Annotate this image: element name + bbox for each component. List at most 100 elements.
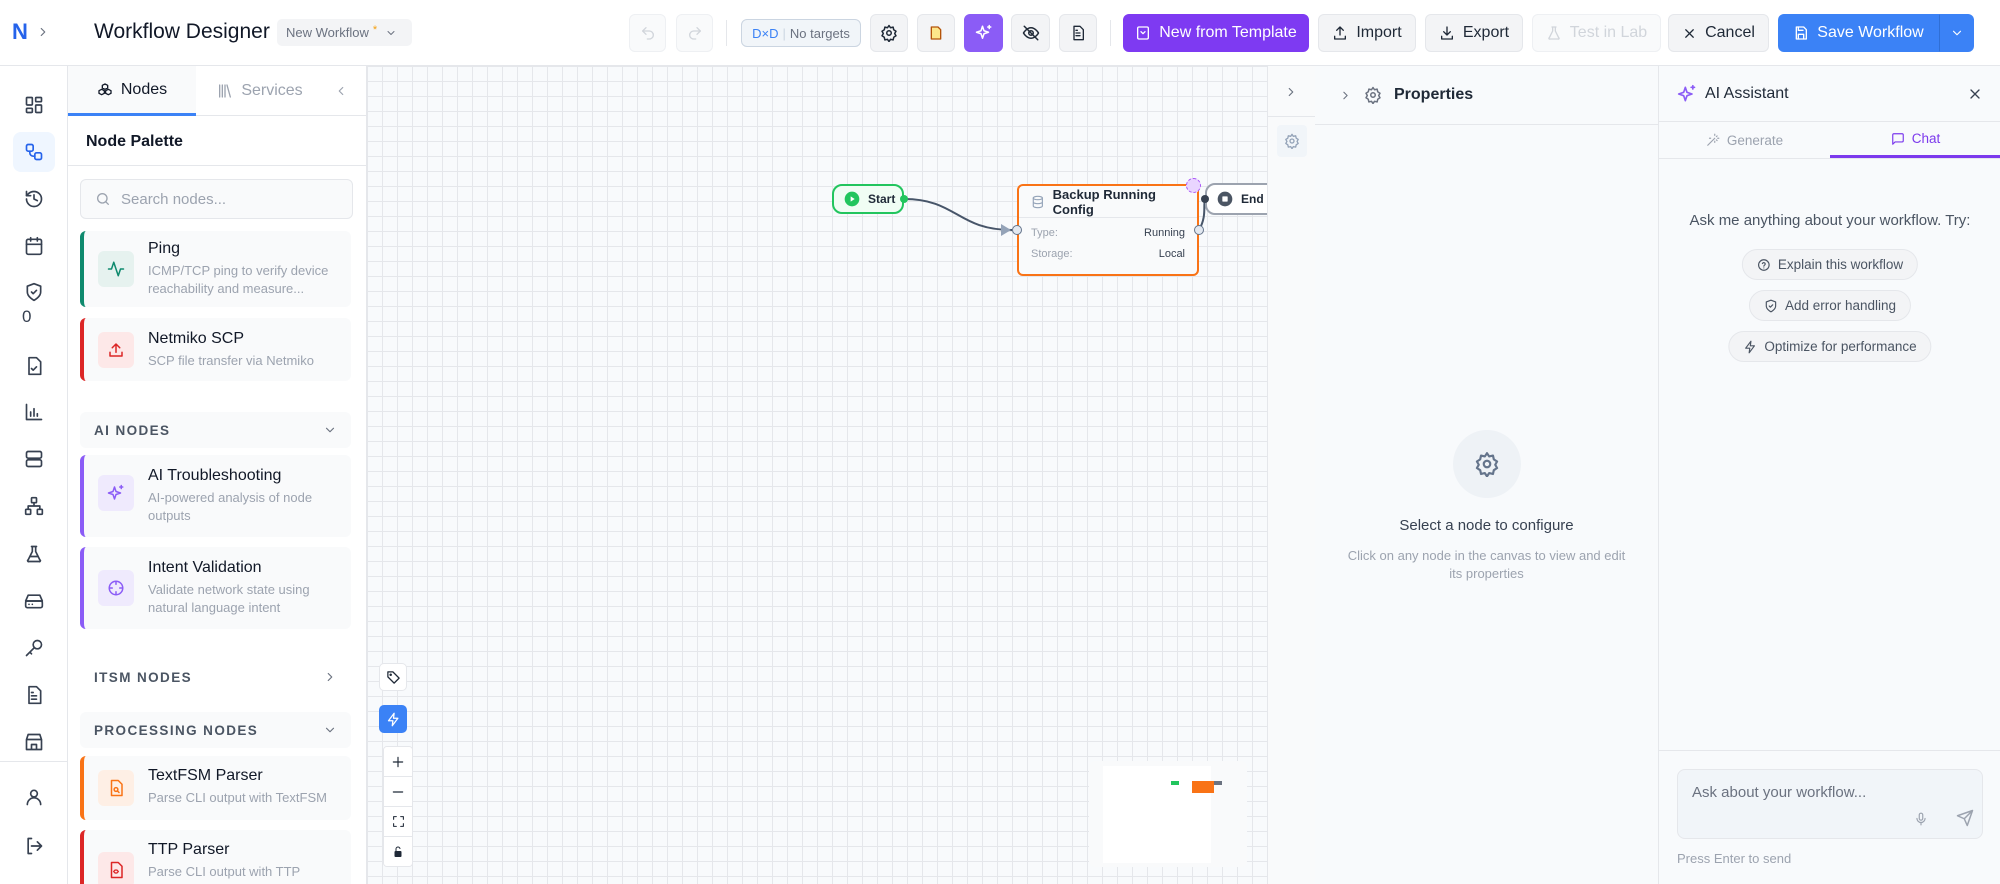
node-input-handle[interactable] xyxy=(1012,225,1022,235)
node-card-ping[interactable]: Ping ICMP/TCP ping to verify device reac… xyxy=(80,231,351,307)
new-from-template-button[interactable]: New from Template xyxy=(1123,14,1309,52)
ai-node-badge[interactable] xyxy=(1186,178,1201,193)
lock-button[interactable] xyxy=(384,837,412,866)
fit-view-button[interactable] xyxy=(384,807,412,837)
expand-rail-icon[interactable] xyxy=(36,24,50,40)
file-text-icon xyxy=(1073,25,1084,41)
file-code-icon xyxy=(98,852,134,884)
nav-reports[interactable] xyxy=(13,346,55,386)
top-bar: N Workflow Designer New Workflow * D×D| … xyxy=(0,0,2000,66)
app-logo[interactable]: N xyxy=(12,19,28,44)
nav-devices[interactable] xyxy=(13,581,55,621)
target-chip[interactable]: D×D| No targets xyxy=(741,19,861,47)
microphone-button[interactable] xyxy=(1914,811,1928,827)
send-button[interactable] xyxy=(1956,809,1974,827)
hard-drive-icon xyxy=(24,594,44,609)
nav-dashboard[interactable] xyxy=(13,85,55,125)
suggestion-optimize-performance[interactable]: Optimize for performance xyxy=(1728,331,1932,362)
minus-icon xyxy=(392,790,404,793)
nav-analytics[interactable] xyxy=(13,392,55,432)
gear-icon xyxy=(1365,86,1381,104)
export-button[interactable]: Export xyxy=(1425,14,1523,52)
suggestion-explain-workflow[interactable]: Explain this workflow xyxy=(1741,249,1919,280)
document-button[interactable] xyxy=(1059,14,1097,52)
upload-icon xyxy=(98,332,134,368)
new-from-template-label: New from Template xyxy=(1159,24,1297,41)
network-icon xyxy=(24,496,44,516)
nav-topology[interactable] xyxy=(13,486,55,526)
test-in-lab-button[interactable]: Test in Lab xyxy=(1532,14,1661,52)
settings-button[interactable] xyxy=(870,14,908,52)
nav-compliance[interactable] xyxy=(13,272,55,312)
section-itsm-nodes[interactable]: ITSM NODES xyxy=(80,659,351,695)
save-workflow-button[interactable]: Save Workflow xyxy=(1778,14,1939,52)
ai-panel-title: AI Assistant xyxy=(1705,85,1789,102)
expand-properties-button[interactable] xyxy=(1284,84,1298,100)
nav-profile[interactable] xyxy=(13,777,55,817)
tab-nodes[interactable]: Nodes xyxy=(68,66,196,116)
nav-servers[interactable] xyxy=(13,439,55,479)
edge-start-to-backup[interactable] xyxy=(903,198,1013,231)
tag-button[interactable] xyxy=(379,663,407,691)
workflow-name-dropdown[interactable]: New Workflow * xyxy=(277,19,412,46)
target-label: No targets xyxy=(789,25,850,41)
nav-schedule[interactable] xyxy=(13,226,55,266)
zoom-out-button[interactable] xyxy=(384,777,412,807)
nav-logout[interactable] xyxy=(13,826,55,866)
input-divider xyxy=(1659,750,2000,751)
node-card-ttp-parser[interactable]: TTP Parser Parse CLI output with TTP xyxy=(80,830,351,884)
gear-icon xyxy=(1285,133,1299,149)
toggle-visibility-button[interactable] xyxy=(1011,14,1050,52)
undo-button[interactable] xyxy=(629,14,666,52)
start-node[interactable]: Start xyxy=(832,184,904,214)
nav-marketplace[interactable] xyxy=(13,722,55,762)
import-button[interactable]: Import xyxy=(1318,14,1416,52)
suggestion-label: Optimize for performance xyxy=(1764,339,1917,354)
end-input-handle[interactable] xyxy=(1201,195,1209,203)
start-output-handle[interactable] xyxy=(900,195,908,203)
suggestion-add-error-handling[interactable]: Add error handling xyxy=(1748,290,1912,321)
backup-running-config-node[interactable]: Backup Running Config Type:Running Stora… xyxy=(1017,184,1199,276)
notes-button[interactable] xyxy=(917,14,955,52)
node-card-textfsm-parser[interactable]: TextFSM Parser Parse CLI output with Tex… xyxy=(80,756,351,820)
nav-workflows[interactable] xyxy=(13,132,55,172)
node-palette-panel: Nodes Services Node Palette Search nodes… xyxy=(68,66,367,884)
download-icon xyxy=(1440,26,1453,40)
library-icon xyxy=(219,84,232,98)
auto-connect-toggle[interactable] xyxy=(379,705,407,733)
node-card-ai-troubleshooting[interactable]: AI Troubleshooting AI-powered analysis o… xyxy=(80,455,351,537)
section-processing-nodes[interactable]: PROCESSING NODES xyxy=(80,712,351,748)
close-ai-panel-button[interactable] xyxy=(1967,86,1983,102)
search-nodes-input[interactable]: Search nodes... xyxy=(80,179,353,219)
nav-history[interactable] xyxy=(13,179,55,219)
chevron-down-icon xyxy=(325,727,335,733)
chevron-right-icon xyxy=(327,672,333,682)
collapse-panel-button[interactable] xyxy=(334,83,348,99)
properties-header[interactable]: Properties xyxy=(1315,66,1658,125)
node-card-netmiko-scp[interactable]: Netmiko SCP SCP file transfer via Netmik… xyxy=(80,318,351,381)
workflow-canvas[interactable]: Start Backup Running Config Type:Running… xyxy=(367,66,1267,884)
tab-services[interactable]: Services xyxy=(196,66,324,116)
redo-button[interactable] xyxy=(676,14,713,52)
tab-generate[interactable]: Generate xyxy=(1659,122,1830,158)
node-output-handle[interactable] xyxy=(1194,225,1204,235)
fit-view-icon xyxy=(392,816,404,827)
node-card-title: Ping xyxy=(148,240,181,257)
chat-input[interactable]: Ask about your workflow... xyxy=(1677,769,1983,839)
section-ai-nodes[interactable]: AI NODES xyxy=(80,412,351,448)
minimap[interactable] xyxy=(1089,761,1247,867)
save-options-dropdown[interactable] xyxy=(1939,14,1974,52)
cancel-button[interactable]: Cancel xyxy=(1668,14,1769,52)
properties-gear-button[interactable] xyxy=(1277,125,1307,157)
edge-arrow xyxy=(1001,224,1011,236)
nav-lab[interactable] xyxy=(13,534,55,574)
end-node[interactable]: End xyxy=(1205,183,1267,215)
ai-assistant-toggle[interactable] xyxy=(964,14,1003,52)
nav-documents[interactable] xyxy=(13,675,55,715)
node-card-title: AI Troubleshooting xyxy=(148,467,282,484)
nav-credentials[interactable] xyxy=(13,628,55,668)
tab-chat[interactable]: Chat xyxy=(1830,122,2000,158)
redo-icon xyxy=(688,27,701,40)
zoom-in-button[interactable] xyxy=(384,747,412,777)
node-card-intent-validation[interactable]: Intent Validation Validate network state… xyxy=(80,547,351,629)
